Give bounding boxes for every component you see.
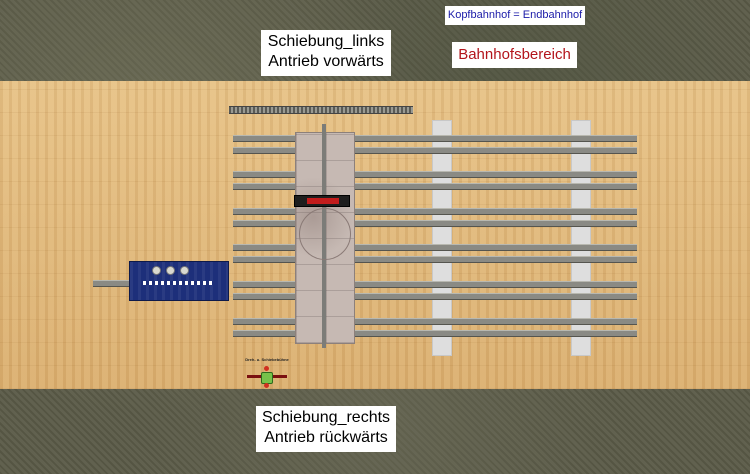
left-track[interactable] [233,208,295,215]
push-left-label-line1: Schiebung_links [267,33,385,50]
station-track[interactable] [355,281,637,288]
station-track[interactable] [355,244,637,251]
entry-track[interactable] [93,280,131,287]
left-track[interactable] [233,135,295,142]
left-track[interactable] [233,256,295,263]
push-right-label-line2: Antrieb rückwärts [264,429,388,446]
wagon-windows [143,281,215,285]
station-track[interactable] [355,318,637,325]
station-track[interactable] [355,330,637,337]
signal-caption: Dreh- u. Schiebebühne [245,357,289,362]
left-track[interactable] [233,281,295,288]
left-track[interactable] [233,183,295,190]
spare-track-segment[interactable] [229,106,413,114]
station-type-label: Kopfbahnhof = Endbahnhof [445,6,585,25]
wagon-roof-lamp [180,266,189,275]
turntable-circle[interactable] [299,208,351,260]
push-left-label-line2: Antrieb vorwärts [268,53,384,70]
left-track[interactable] [233,293,295,300]
wagon-roof-lamp [166,266,175,275]
station-track[interactable] [355,208,637,215]
left-track[interactable] [233,147,295,154]
push-left-label: Schiebung_links Antrieb vorwärts [261,30,391,76]
station-track[interactable] [355,135,637,142]
signal-dot [264,383,269,388]
left-track[interactable] [233,244,295,251]
wagon-roof-lamp [152,266,161,275]
left-track[interactable] [233,318,295,325]
left-track[interactable] [233,220,295,227]
signal-dot [264,366,269,371]
station-track[interactable] [355,171,637,178]
locomotive-body [307,198,339,204]
station-track[interactable] [355,183,637,190]
station-track[interactable] [355,293,637,300]
station-track[interactable] [355,147,637,154]
station-track[interactable] [355,220,637,227]
station-track[interactable] [355,256,637,263]
baseboard [0,81,750,389]
left-track[interactable] [233,330,295,337]
station-area-label: Bahnhofsbereich [452,42,577,68]
push-right-label-line1: Schiebung_rechts [261,409,391,426]
push-right-label: Schiebung_rechts Antrieb rückwärts [256,406,396,452]
left-track[interactable] [233,171,295,178]
